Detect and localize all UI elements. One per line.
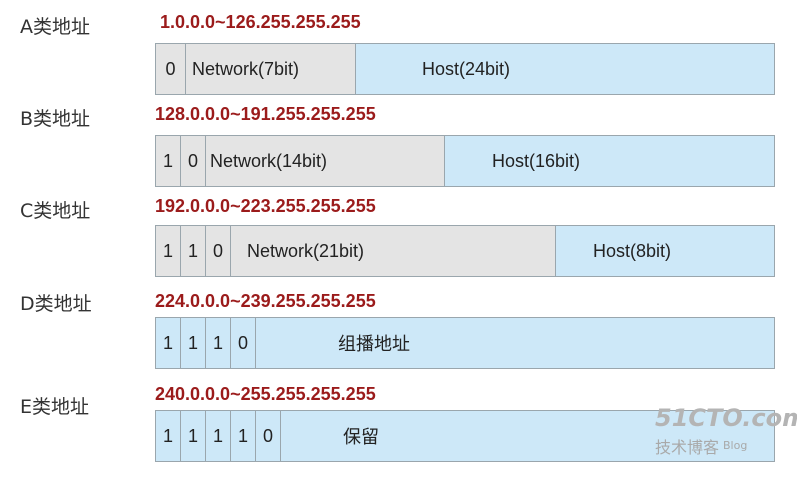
class-c-network: Network(21bit) [231, 226, 556, 276]
class-e-bit-4: 1 [231, 411, 256, 461]
class-c-host: Host(8bit) [556, 226, 774, 276]
class-c-bit-1: 1 [156, 226, 181, 276]
class-e-reserved: 保留 [281, 411, 774, 461]
class-e-range: 240.0.0.0~255.255.255.255 [155, 384, 376, 404]
class-c-bit-3: 0 [206, 226, 231, 276]
class-d-multicast: 组播地址 [256, 318, 774, 368]
class-b-range: 128.0.0.0~191.255.255.255 [155, 104, 376, 124]
class-b-bit-2: 0 [181, 136, 206, 186]
class-a-label: A类地址 [20, 16, 90, 38]
watermark-blog: Blog [723, 439, 748, 452]
class-b-bit-1: 1 [156, 136, 181, 186]
class-b-host: Host(16bit) [445, 136, 774, 186]
class-d-label: D类地址 [20, 293, 92, 315]
class-d-bit-4: 0 [231, 318, 256, 368]
class-b-label: B类地址 [20, 108, 91, 130]
class-c-bar: 1 1 0 Network(21bit) Host(8bit) [155, 225, 775, 277]
class-a-bit-1: 0 [156, 44, 186, 94]
watermark-site: 51CTO.com [655, 404, 797, 432]
class-e-bit-2: 1 [181, 411, 206, 461]
class-c-range: 192.0.0.0~223.255.255.255 [155, 196, 376, 216]
class-a-range: 1.0.0.0~126.255.255.255 [160, 12, 361, 32]
watermark-tagline: 技术博客 [655, 438, 720, 457]
class-d-range: 224.0.0.0~239.255.255.255 [155, 291, 376, 311]
class-a-bar: 0 Network(7bit) Host(24bit) [155, 43, 775, 95]
class-e-bit-3: 1 [206, 411, 231, 461]
class-d-bit-1: 1 [156, 318, 181, 368]
class-d-bar: 1 1 1 0 组播地址 [155, 317, 775, 369]
class-a-host: Host(24bit) [356, 44, 774, 94]
class-b-bar: 1 0 Network(14bit) Host(16bit) [155, 135, 775, 187]
class-d-bit-2: 1 [181, 318, 206, 368]
class-e-bit-1: 1 [156, 411, 181, 461]
class-a-network: Network(7bit) [186, 44, 356, 94]
class-e-bit-5: 0 [256, 411, 281, 461]
class-c-label: C类地址 [20, 200, 91, 222]
class-e-bar: 1 1 1 1 0 保留 [155, 410, 775, 462]
class-e-label: E类地址 [20, 396, 90, 418]
class-b-network: Network(14bit) [206, 136, 445, 186]
class-c-bit-2: 1 [181, 226, 206, 276]
class-d-bit-3: 1 [206, 318, 231, 368]
